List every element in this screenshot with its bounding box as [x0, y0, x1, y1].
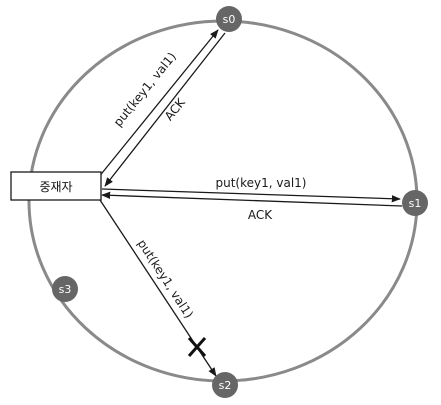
node-s3-label: s3 — [59, 283, 72, 296]
node-s0-label: s0 — [223, 13, 236, 26]
node-s1: s1 — [402, 190, 428, 216]
hash-ring — [27, 19, 419, 383]
node-s2-label: s2 — [219, 379, 232, 392]
node-s2: s2 — [212, 372, 238, 398]
s2-request-label: put(key1, val1) — [135, 237, 196, 321]
s0-ack-arrow — [104, 32, 226, 187]
coordinator-label: 중재자 — [39, 180, 72, 194]
s1-request-arrow — [101, 188, 401, 203]
coordinator-box: 중재자 — [10, 171, 102, 201]
s0-ack-label: ACK — [162, 95, 189, 124]
s0-request-arrow — [97, 29, 219, 179]
node-s1-label: s1 — [409, 197, 422, 210]
node-s3: s3 — [52, 276, 78, 302]
s1-ack-arrow — [101, 191, 403, 207]
s1-request-label: put(key1, val1) — [216, 176, 307, 190]
s1-ack-label: ACK — [248, 208, 273, 222]
failure-cross-icon — [187, 337, 207, 357]
node-s0: s0 — [216, 6, 242, 32]
